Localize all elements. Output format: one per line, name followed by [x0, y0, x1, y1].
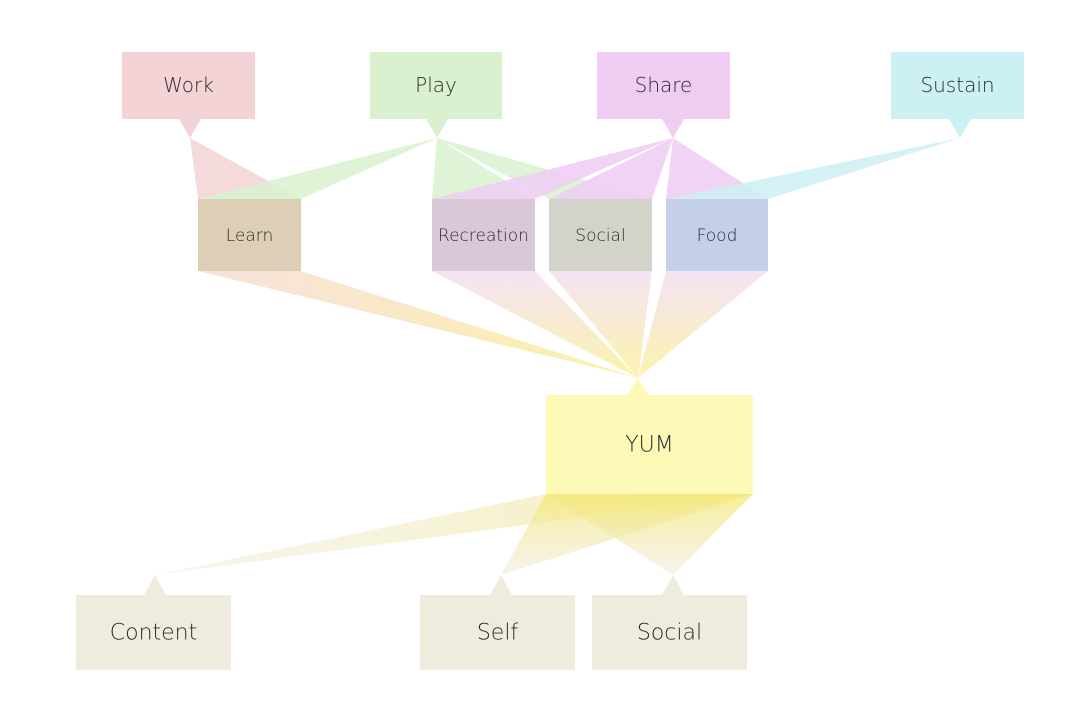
edge-sustain-to-food	[666, 138, 960, 199]
edge-share-to-recreation	[432, 138, 673, 199]
node-work[interactable]: Work	[122, 52, 255, 138]
node-box	[420, 595, 575, 670]
node-label: Food	[697, 226, 738, 246]
node-box	[546, 395, 753, 494]
node-pointer	[426, 119, 448, 138]
connectors	[155, 138, 960, 575]
node-content[interactable]: Content	[76, 575, 231, 670]
node-box	[592, 595, 747, 670]
node-label: Content	[110, 621, 198, 646]
node-label: Play	[415, 73, 457, 97]
node-box	[549, 199, 652, 271]
node-box	[198, 199, 301, 271]
node-box	[666, 199, 768, 271]
node-label: YUM	[625, 433, 674, 458]
edge-learn-to-yum	[198, 271, 638, 378]
node-yum[interactable]: YUM	[546, 378, 753, 494]
node-box	[432, 199, 535, 271]
node-pointer	[144, 575, 166, 595]
node-label: Share	[635, 73, 693, 97]
node-social-mid[interactable]: Social	[549, 199, 652, 271]
node-pointer	[490, 575, 512, 595]
node-pointer	[662, 119, 684, 138]
node-label: Social	[637, 621, 702, 646]
edge-yum-to-social-bot	[546, 494, 753, 575]
node-learn[interactable]: Learn	[198, 199, 301, 271]
edge-play-to-learn	[198, 138, 437, 199]
node-social-bot[interactable]: Social	[592, 575, 747, 670]
node-box	[122, 52, 255, 119]
node-pointer	[949, 119, 971, 138]
node-pointer	[662, 575, 684, 595]
node-pointer	[627, 378, 649, 395]
node-label: Self	[477, 621, 519, 646]
node-self[interactable]: Self	[420, 575, 575, 670]
node-pointer	[179, 119, 201, 138]
node-label: Work	[163, 73, 214, 97]
node-label: Recreation	[438, 226, 529, 246]
node-box	[597, 52, 730, 119]
edge-share-to-social-mid	[549, 138, 673, 199]
node-box	[76, 595, 231, 670]
node-box	[370, 52, 502, 119]
node-share[interactable]: Share	[597, 52, 730, 138]
edge-recreation-to-yum	[432, 271, 638, 378]
node-box	[891, 52, 1024, 119]
node-play[interactable]: Play	[370, 52, 502, 138]
edge-social-mid-to-yum	[549, 271, 652, 378]
node-food[interactable]: Food	[666, 199, 768, 271]
node-label: Social	[575, 226, 625, 246]
node-recreation[interactable]: Recreation	[432, 199, 535, 271]
node-label: Learn	[226, 226, 274, 246]
edge-food-to-yum	[638, 271, 768, 378]
node-sustain[interactable]: Sustain	[891, 52, 1024, 138]
node-label: Sustain	[920, 73, 994, 97]
